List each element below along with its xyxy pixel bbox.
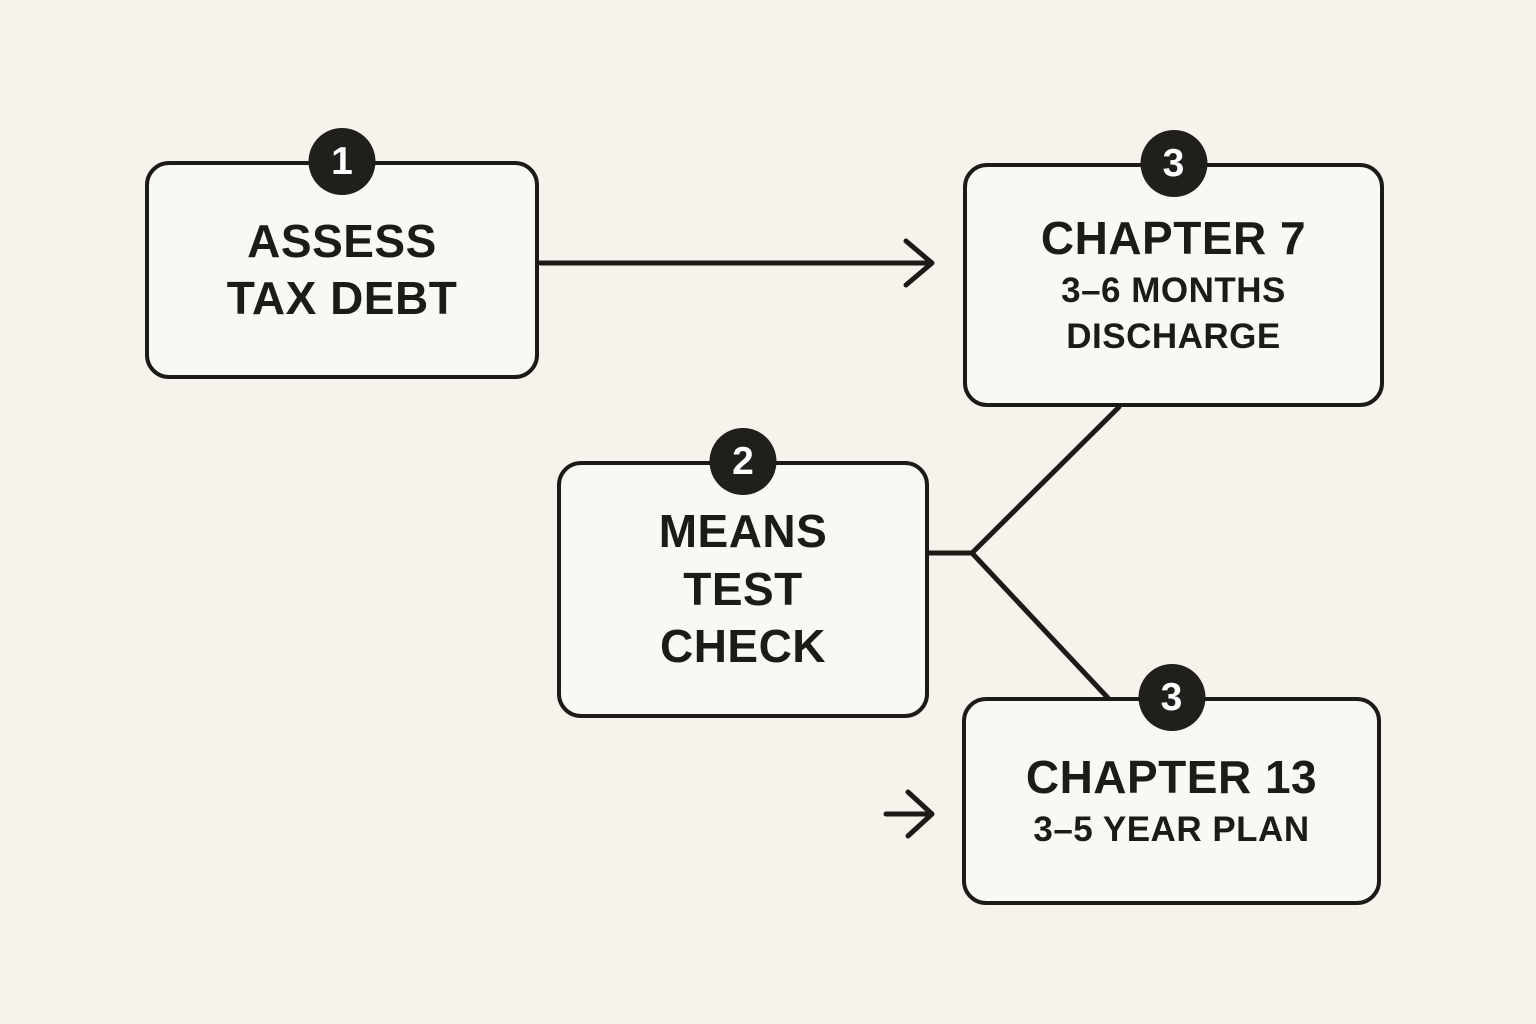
node-assess-tax-debt: 1 ASSESS TAX DEBT xyxy=(145,128,539,379)
step-badge: 1 xyxy=(308,128,376,195)
node-chapter-13: 3 CHAPTER 13 3–5 YEAR PLAN xyxy=(962,664,1381,905)
node-title-line: CHAPTER 7 xyxy=(1040,212,1307,265)
node-means-test-check: 2 MEANS TEST CHECK xyxy=(557,428,929,718)
node-title-line: CHECK xyxy=(659,620,827,673)
node-title-line: MEANS xyxy=(658,505,828,558)
node-subtitle-line: 3–5 YEAR PLAN xyxy=(1033,809,1310,849)
node-subtitle-line: 3–6 MONTHS xyxy=(1061,270,1286,310)
node-subtitle-line: DISCHARGE xyxy=(1066,316,1281,356)
node-chapter-7: 3 CHAPTER 7 3–6 MONTHS DISCHARGE xyxy=(963,130,1384,407)
step-badge: 3 xyxy=(1138,664,1205,731)
arrowhead-right-icon xyxy=(905,789,935,839)
arrowhead-right-icon xyxy=(903,238,935,288)
connector-means-to-chapter7 xyxy=(969,404,1122,556)
step-badge: 2 xyxy=(709,428,777,495)
node-title-line: ASSESS xyxy=(247,214,437,267)
node-title-line: TAX DEBT xyxy=(226,272,458,324)
node-title-line: CHAPTER 13 xyxy=(1025,751,1318,804)
step-badge: 3 xyxy=(1140,130,1207,197)
connector-means-to-chapter13 xyxy=(969,550,1111,701)
node-title-line: TEST xyxy=(683,562,803,615)
